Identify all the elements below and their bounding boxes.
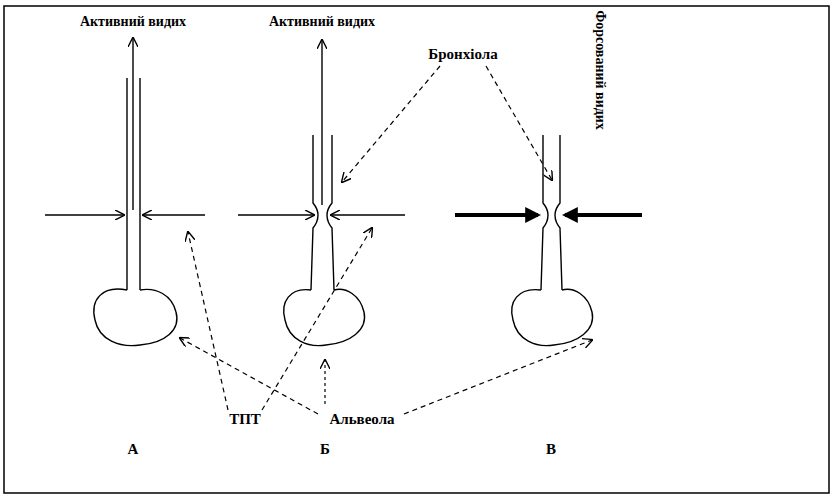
leader-line [188, 232, 228, 410]
airflow-arrow [321, 40, 322, 205]
alveolus [284, 289, 365, 345]
leader-line [180, 338, 318, 414]
leader-line [324, 360, 325, 404]
forced-pressure-arrow [455, 213, 538, 217]
airflow-arrow [132, 38, 133, 210]
leader-line [404, 340, 592, 414]
panel-c [455, 135, 642, 346]
bronchiole-wall [139, 78, 140, 290]
panel-b [238, 40, 405, 346]
leader-line [342, 66, 440, 182]
phase-title: Активний видих [80, 14, 186, 30]
part-name: Бронхіола [428, 46, 497, 63]
forced-pressure-arrow [565, 213, 642, 217]
bronchiole-wall [555, 135, 562, 290]
part-name: Альвеола [329, 411, 394, 428]
leader-line [262, 228, 372, 410]
bronchiole-wall [541, 135, 548, 290]
panel-letter: В [546, 441, 556, 458]
bronchiole-wall [311, 135, 318, 290]
panel-a [45, 38, 205, 346]
phase-title: Активний видих [269, 14, 375, 30]
pressure-arrow [45, 214, 124, 215]
leader-line [486, 66, 552, 180]
frame [4, 6, 829, 493]
phase-title: Форсований видих [592, 10, 608, 130]
bronchiole-wall [126, 78, 127, 290]
pressure-arrow [143, 214, 205, 215]
alveolus [512, 289, 593, 345]
bronchiole-wall [327, 135, 334, 290]
panel-letter: Б [320, 441, 330, 458]
leader-lines [180, 66, 592, 414]
pressure-arrow [331, 214, 405, 215]
pressure-arrow [238, 214, 314, 215]
alveolus [94, 289, 177, 346]
panel-letter: А [128, 441, 139, 458]
part-name: ТПТ [229, 411, 261, 428]
